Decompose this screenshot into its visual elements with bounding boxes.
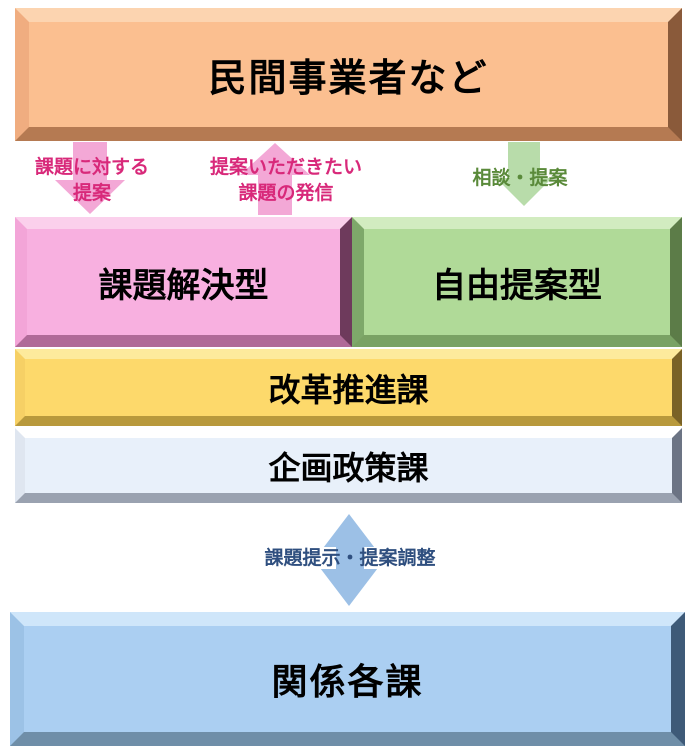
issue-solving-type-label: 課題解決型 [27,229,340,335]
reform-promotion-division-box: 改革推進課 [15,349,682,426]
related-divisions-label: 関係各課 [24,626,671,732]
reform-promotion-division-label: 改革推進課 [25,359,672,416]
issue-publication-label: 提案いただきたい 課題の発信 [209,156,362,204]
free-proposal-type-label: 自由提案型 [364,229,670,335]
related-divisions-box: 関係各課 [10,612,685,746]
down-arrow-icon [496,142,552,206]
planning-policy-division-label: 企画政策課 [25,438,672,493]
consultation-proposal-label: 相談・提案 [472,167,568,189]
up-arrow-icon [240,143,310,215]
issue-presentation-label: 課題提示・提案調整 [262,547,438,569]
down-arrow-icon [55,142,125,214]
private-business-label: 民間事業者など [29,22,668,127]
private-business-box: 民間事業者など [15,8,682,141]
proposal-for-issue-label: 課題に対する 提案 [34,156,149,204]
free-proposal-type-box: 自由提案型 [352,217,682,347]
issue-solving-type-box: 課題解決型 [15,217,352,347]
planning-policy-division-box: 企画政策課 [15,428,682,503]
